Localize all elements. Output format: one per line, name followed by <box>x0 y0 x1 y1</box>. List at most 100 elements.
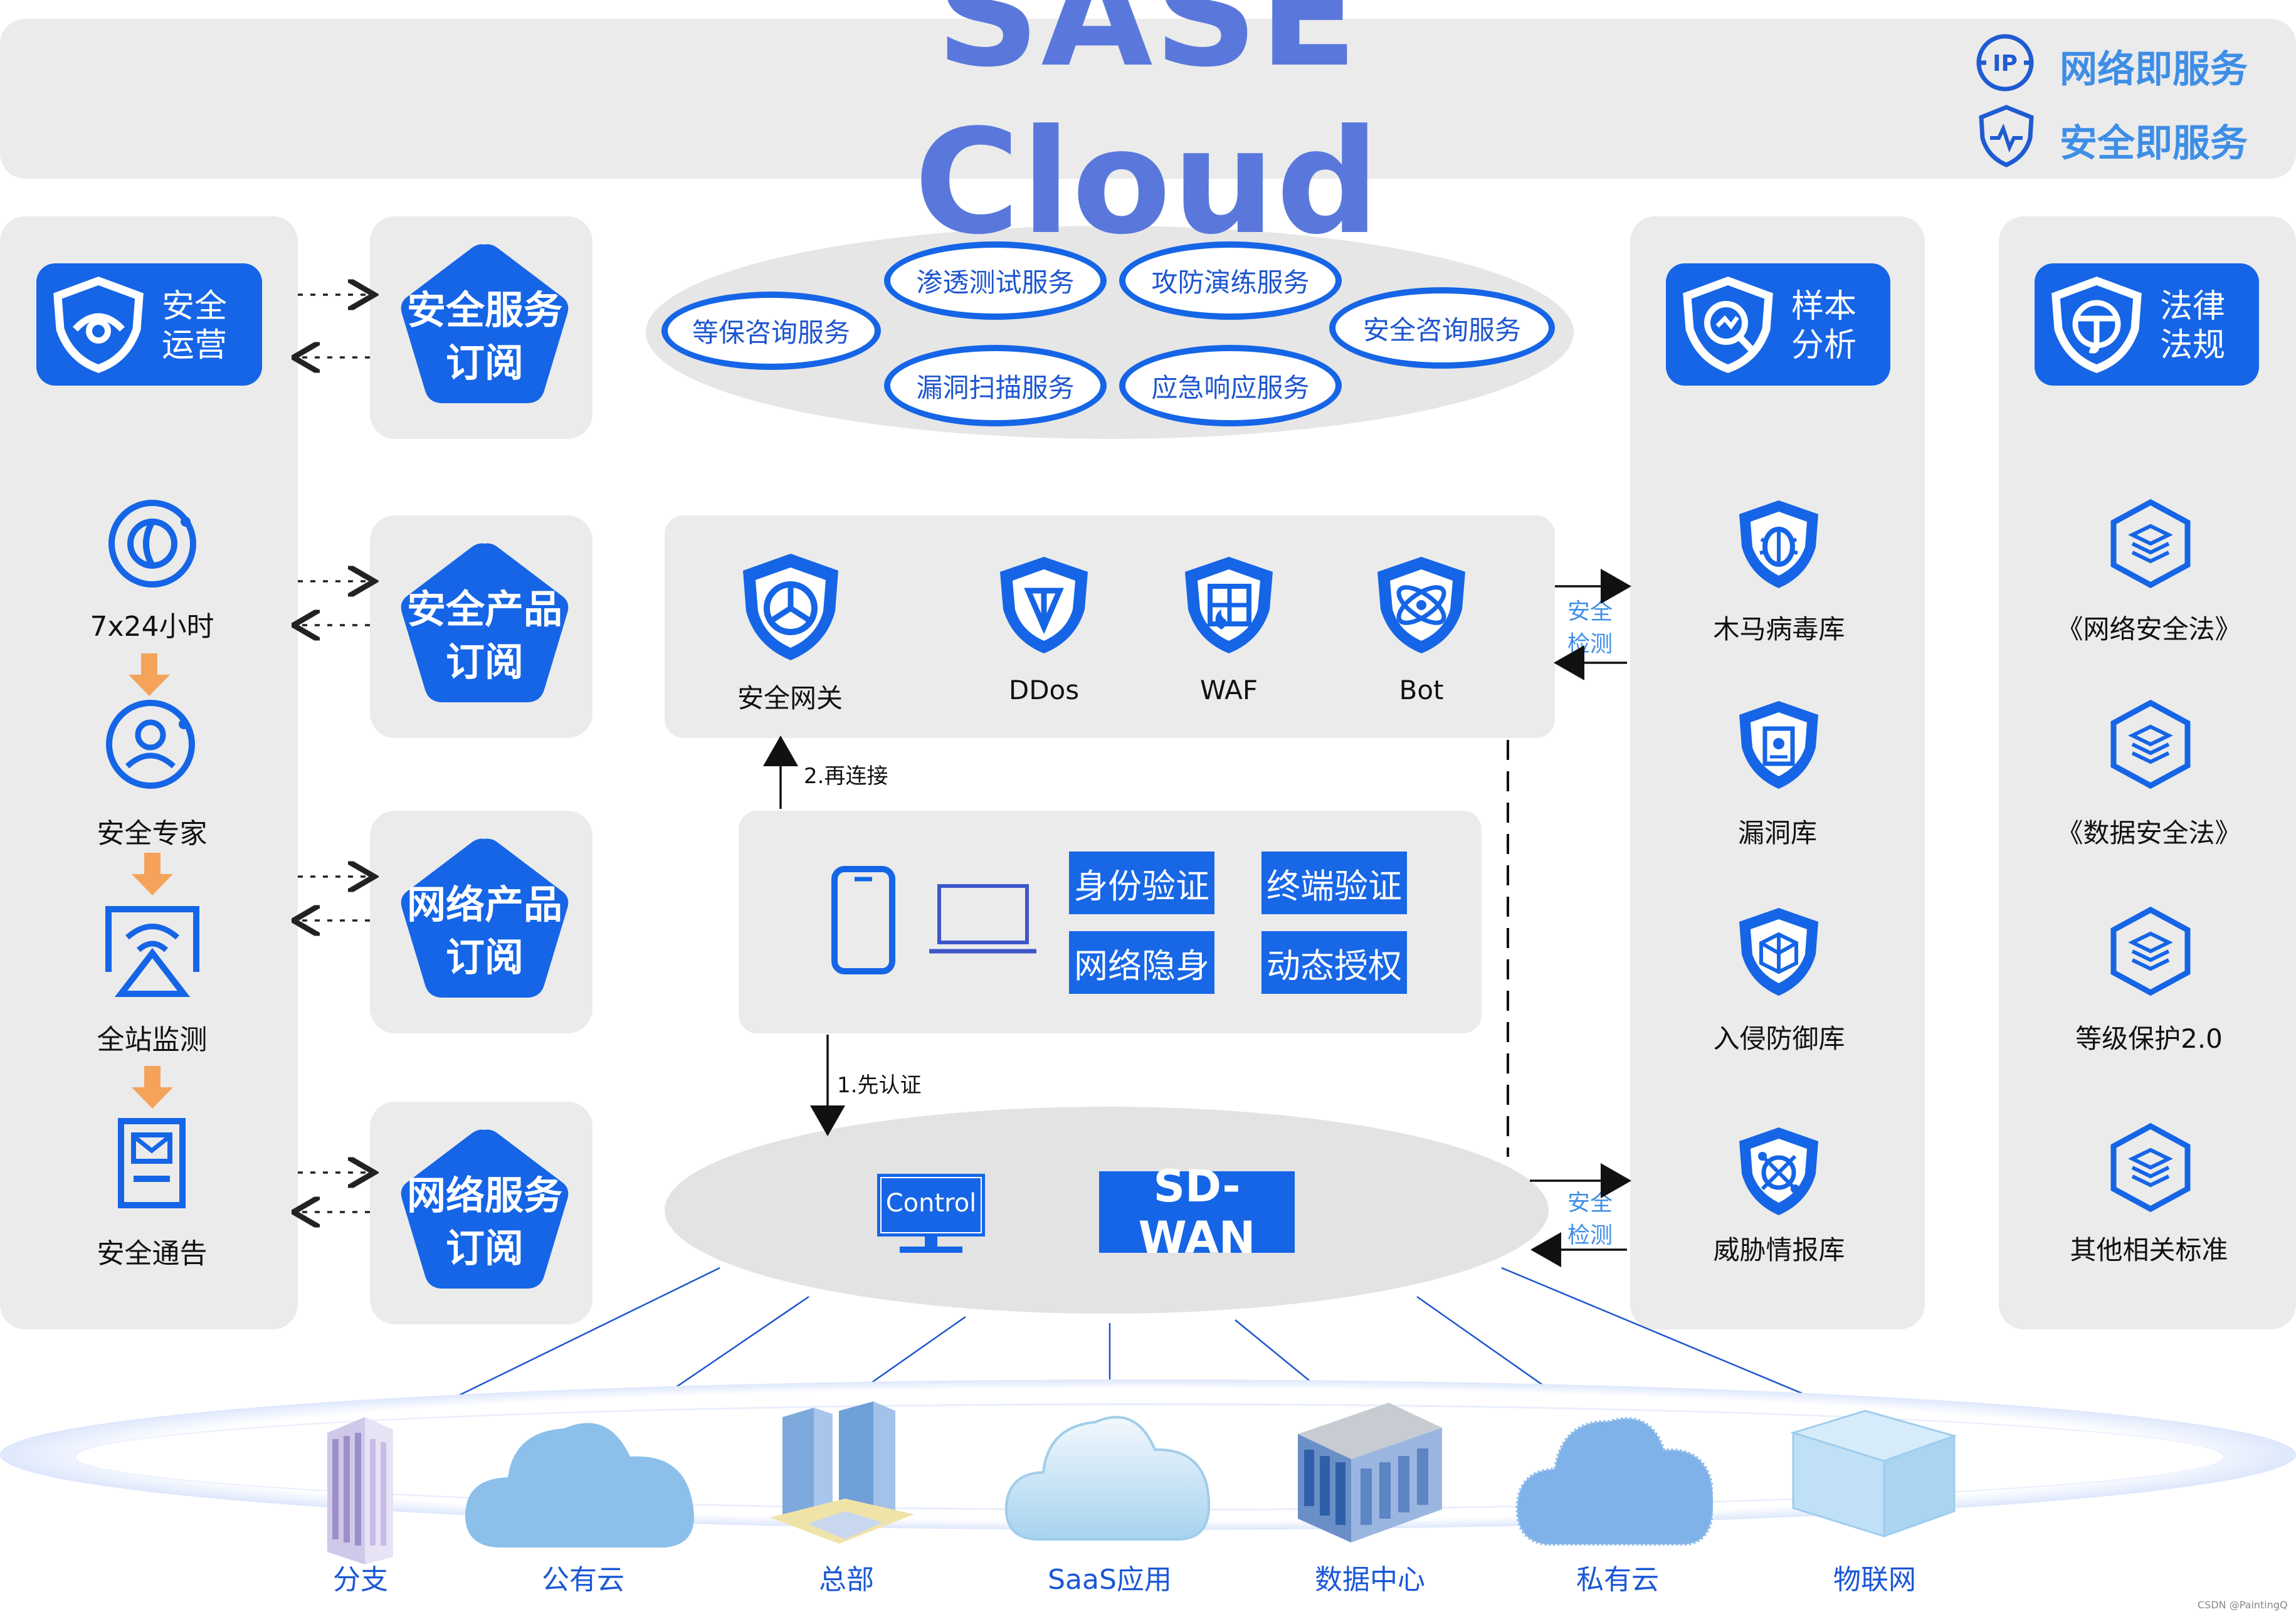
analysis-card-label: 样本 分析 <box>1791 287 1879 366</box>
product-label-1: 安全网关 <box>737 682 843 714</box>
security-operations-card: 安全 运营 <box>36 263 262 386</box>
sub-pentagon-2: 安全产品订阅 <box>394 536 576 718</box>
analysis-shield-icon <box>1680 276 1777 373</box>
service-oval-5: 应急响应服务 <box>1119 345 1342 426</box>
law-card-label: 法律 法规 <box>2160 287 2248 366</box>
data-center-building-icon <box>1295 1400 1445 1544</box>
operations-eye-shield-icon <box>50 276 147 373</box>
ddos-shield-icon <box>994 552 1094 658</box>
control-label: Control <box>885 1189 977 1218</box>
control-monitor-icon <box>875 1171 987 1256</box>
headquarters-building-icon <box>770 1398 914 1546</box>
analysis-item-2: 漏洞库 <box>1737 817 1817 848</box>
monitor-signal-icon <box>102 903 203 1000</box>
law-item-2: 《数据安全法》 <box>2056 817 2241 848</box>
branch-building-icon <box>321 1408 399 1571</box>
law-shield-icon <box>2048 276 2146 373</box>
phone-icon <box>831 865 897 975</box>
sub-pentagon-1: 安全服务订阅 <box>394 237 576 419</box>
public-cloud-icon <box>464 1403 702 1549</box>
header-bar <box>0 19 2296 179</box>
feature-identity-verify: 身份验证 <box>1069 852 1214 914</box>
sub-pentagon-3: 网络产品订阅 <box>394 831 576 1013</box>
shield-wave-icon <box>1975 103 2038 169</box>
sub-line2-3: 订阅 <box>445 934 524 980</box>
site-label-3: 总部 <box>819 1564 874 1596</box>
law-layers-icon-1 <box>2109 498 2193 589</box>
site-label-7: 物联网 <box>1833 1564 1916 1596</box>
service-oval-4: 攻防演练服务 <box>1119 241 1342 320</box>
expert-user-icon <box>102 696 199 793</box>
legend-security-label: 安全即服务 <box>2060 122 2248 166</box>
waf-shield-icon <box>1179 552 1279 658</box>
svg-text:IP: IP <box>1993 51 2018 76</box>
analysis-card-text: 样本 分析 <box>1791 288 1857 365</box>
down-arrow-icon-2 <box>130 853 174 895</box>
step-label-1: 7x24小时 <box>90 611 214 643</box>
sub-pentagon-4: 网络服务订阅 <box>394 1122 576 1304</box>
site-label-5: 数据中心 <box>1315 1564 1425 1596</box>
analysis-item-1: 木马病毒库 <box>1713 613 1845 645</box>
law-item-1: 《网络安全法》 <box>2056 613 2241 645</box>
service-oval-3: 漏洞扫描服务 <box>884 345 1107 426</box>
clock-cycle-icon <box>105 497 199 591</box>
site-label-4: SaaS应用 <box>1048 1564 1172 1596</box>
security-check-label-bottom: 安全 检测 <box>1567 1187 1618 1252</box>
feature-device-verify: 终端验证 <box>1261 852 1407 914</box>
law-regulation-card: 法律 法规 <box>2035 263 2259 386</box>
private-cloud-icon <box>1512 1401 1715 1546</box>
analysis-item-3: 入侵防御库 <box>1713 1023 1845 1054</box>
step-label-2: 安全专家 <box>97 818 208 850</box>
down-arrow-icon-3 <box>130 1066 174 1109</box>
feature-network-stealth: 网络隐身 <box>1069 931 1214 994</box>
analysis-item-4: 威胁情报库 <box>1713 1234 1845 1265</box>
sdwan-label: SD-WAN <box>1099 1161 1295 1263</box>
ip-network-icon: IP <box>1974 31 2036 94</box>
sub-line2-1: 订阅 <box>445 339 524 386</box>
gateway-shield-icon <box>735 549 846 665</box>
laptop-icon <box>928 881 1038 956</box>
feature-dynamic-authorization: 动态授权 <box>1261 931 1407 994</box>
reconnect-label: 2.再连接 <box>804 764 888 789</box>
watermark: CSDN @PaintingQ <box>2198 1599 2288 1611</box>
legend-network-label: 网络即服务 <box>2060 48 2248 92</box>
vulnerability-db-icon <box>1734 696 1825 793</box>
bot-shield-icon <box>1371 552 1472 658</box>
sub-line2-4: 订阅 <box>445 1225 524 1271</box>
law-panel <box>1999 216 2296 1329</box>
service-oval-6: 安全咨询服务 <box>1329 287 1555 369</box>
down-arrow-icon-1 <box>127 653 171 696</box>
law-card-text: 法律 法规 <box>2160 288 2226 365</box>
operations-card-text: 安全 运营 <box>162 288 228 365</box>
product-label-2: DDos <box>1008 674 1080 705</box>
step-label-3: 全站监测 <box>97 1024 208 1056</box>
threat-intel-icon <box>1734 1122 1825 1220</box>
sub-line2-2: 订阅 <box>445 638 524 685</box>
site-label-1: 分支 <box>333 1564 388 1596</box>
auth-first-label: 1.先认证 <box>837 1073 922 1098</box>
law-item-4: 其他相关标准 <box>2070 1234 2228 1265</box>
site-label-6: 私有云 <box>1576 1564 1659 1596</box>
step-label-4: 安全通告 <box>97 1238 208 1270</box>
trojan-virus-icon <box>1734 495 1825 593</box>
law-layers-icon-3 <box>2109 906 2193 997</box>
law-layers-icon-4 <box>2109 1122 2193 1213</box>
saas-cloud-icon <box>1004 1398 1211 1541</box>
sub-line1-2: 安全产品 <box>406 586 562 632</box>
sample-analysis-card: 样本 分析 <box>1666 263 1890 386</box>
left-operations-panel <box>0 216 298 1329</box>
site-label-2: 公有云 <box>542 1564 624 1596</box>
service-oval-2: 渗透测试服务 <box>884 241 1107 320</box>
law-item-3: 等级保护2.0 <box>2075 1023 2223 1054</box>
security-check-text-bottom: 安全 检测 <box>1567 1190 1613 1249</box>
law-layers-icon-2 <box>2109 699 2193 790</box>
sub-line1-1: 安全服务 <box>406 287 562 333</box>
auth-panel <box>739 811 1482 1033</box>
service-oval-1: 等保咨询服务 <box>661 292 881 370</box>
sub-line1-4: 网络服务 <box>406 1173 562 1218</box>
operations-card-label: 安全 运营 <box>162 287 250 366</box>
product-label-4: Bot <box>1399 674 1444 705</box>
product-label-3: WAF <box>1199 674 1258 705</box>
intrusion-prevention-icon <box>1734 903 1825 1000</box>
